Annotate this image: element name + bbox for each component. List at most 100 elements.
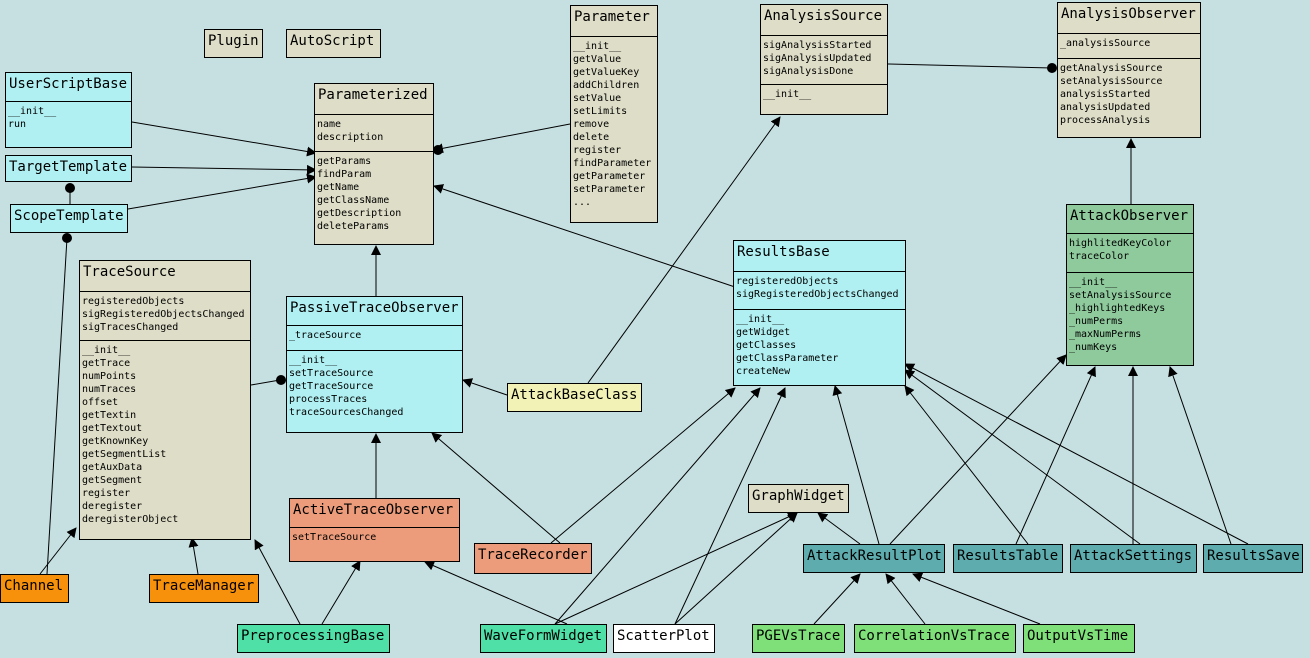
member-row: findParam — [317, 169, 372, 180]
class-graph-widget: GraphWidget — [748, 484, 849, 513]
member-row: _highlightedKeys — [1069, 303, 1166, 314]
class-passive-trace-observer: PassiveTraceObserver _traceSource __init… — [286, 296, 463, 433]
class-plugin: Plugin — [204, 29, 263, 58]
class-preprocessing-base: PreprocessingBase — [237, 624, 390, 653]
member-row: setTraceSource — [292, 532, 377, 543]
class-title: TraceSource — [83, 264, 176, 280]
member-row: processTraces — [289, 394, 368, 405]
member-row: _analysisSource — [1060, 38, 1151, 49]
association-dot — [62, 233, 72, 243]
member-row: numTraces — [82, 384, 137, 395]
association-line — [887, 63, 1053, 69]
class-title: GraphWidget — [752, 488, 845, 504]
class-title: AnalysisSource — [764, 8, 883, 24]
class-title: ScatterPlot — [617, 628, 710, 644]
member-row: setAnalysisSource — [1069, 290, 1172, 301]
class-correlation-vs-trace: CorrelationVsTrace — [854, 624, 1016, 653]
member-row: getParameter — [573, 171, 646, 182]
inheritance-arrow — [131, 164, 317, 175]
inheritance-arrow — [817, 512, 861, 545]
member-row: __init__ — [1069, 277, 1118, 288]
member-row: ... — [573, 197, 592, 208]
member-row: getDescription — [317, 208, 402, 219]
class-title: Parameter — [574, 9, 650, 25]
inheritance-arrow — [904, 385, 1029, 545]
inheritance-arrow — [889, 354, 1067, 545]
class-title: Channel — [4, 578, 64, 594]
class-output-vs-time: OutputVsTime — [1023, 624, 1135, 653]
class-title: TraceManager — [153, 578, 255, 594]
member-row: offset — [82, 397, 119, 408]
member-row: _traceSource — [289, 330, 362, 341]
inheritance-arrow — [462, 378, 508, 396]
inheritance-arrow — [127, 173, 317, 210]
member-row: registeredObjects — [736, 276, 839, 287]
member-row: sigRegisteredObjectsChanged — [82, 309, 245, 320]
class-attributes: _traceSource — [287, 325, 462, 350]
member-row: analysisUpdated — [1060, 102, 1151, 113]
class-title: ActiveTraceObserver — [293, 502, 454, 518]
member-row: numPoints — [82, 371, 137, 382]
association-line — [46, 237, 68, 575]
class-channel: Channel — [0, 574, 69, 603]
member-row: traceColor — [1069, 251, 1130, 262]
class-autoscript: AutoScript — [286, 29, 381, 58]
class-attributes: __init__run — [6, 101, 131, 134]
member-row: getSegment — [82, 475, 143, 486]
member-row: deleteParams — [317, 221, 390, 232]
member-row: createNew — [736, 366, 791, 377]
inheritance-arrow — [188, 537, 199, 575]
class-title: UserScriptBase — [9, 76, 128, 92]
class-trace-manager: TraceManager — [149, 574, 259, 603]
member-row: deregisterObject — [82, 514, 179, 525]
class-title: AutoScript — [290, 33, 375, 49]
inheritance-arrow — [674, 387, 786, 625]
member-row: processAnalysis — [1060, 115, 1151, 126]
member-row: getTextin — [82, 410, 137, 421]
member-row: setAnalysisSource — [1060, 76, 1163, 87]
member-row: sigAnalysisUpdated — [763, 53, 872, 64]
member-row: getAnalysisSource — [1060, 63, 1163, 74]
class-title: ScopeTemplate — [14, 208, 124, 224]
class-user-script-base: UserScriptBase __init__run — [5, 72, 132, 148]
member-row: _numPerms — [1069, 316, 1124, 327]
member-row: __init__ — [8, 106, 57, 117]
member-row: getWidget — [736, 327, 791, 338]
member-row: sigRegisteredObjectsChanged — [736, 289, 899, 300]
member-row: addChildren — [573, 80, 640, 91]
class-pge-vs-trace: PGEVsTrace — [752, 624, 845, 653]
member-row: __init__ — [82, 345, 131, 356]
class-active-trace-observer: ActiveTraceObserver setTraceSource — [289, 498, 460, 562]
member-row: getClassName — [317, 195, 390, 206]
inheritance-arrow — [550, 387, 736, 544]
inheritance-arrow — [813, 573, 861, 625]
member-row: getTraceSource — [289, 381, 374, 392]
class-title: Parameterized — [318, 87, 428, 103]
class-scope-template: ScopeTemplate — [10, 204, 128, 233]
class-scatter-plot: ScatterPlot — [613, 624, 715, 653]
class-methods: getAnalysisSource setAnalysisSource analys… — [1058, 58, 1200, 130]
inheritance-arrow — [321, 560, 361, 625]
inheritance-arrow — [885, 573, 926, 625]
inheritance-arrow — [254, 539, 301, 625]
class-attributes: registeredObjects sigRegisteredObjectsCha… — [734, 271, 905, 309]
association-dot — [433, 145, 443, 155]
class-results-save: ResultsSave — [1203, 544, 1303, 573]
inheritance-arrow — [424, 561, 568, 625]
class-title: PreprocessingBase — [241, 628, 385, 644]
class-title: AttackSettings — [1074, 548, 1193, 564]
class-attributes: _analysisSource — [1058, 33, 1200, 58]
inheritance-arrow — [39, 527, 77, 575]
class-attack-result-plot: AttackResultPlot — [803, 544, 945, 573]
member-row: __init__ — [763, 89, 812, 100]
member-row: getKnownKey — [82, 436, 149, 447]
member-row: __init__ — [736, 314, 785, 325]
inheritance-arrow — [554, 512, 798, 625]
class-methods: __init__ setAnalysisSource _highlightedKey… — [1067, 272, 1193, 357]
